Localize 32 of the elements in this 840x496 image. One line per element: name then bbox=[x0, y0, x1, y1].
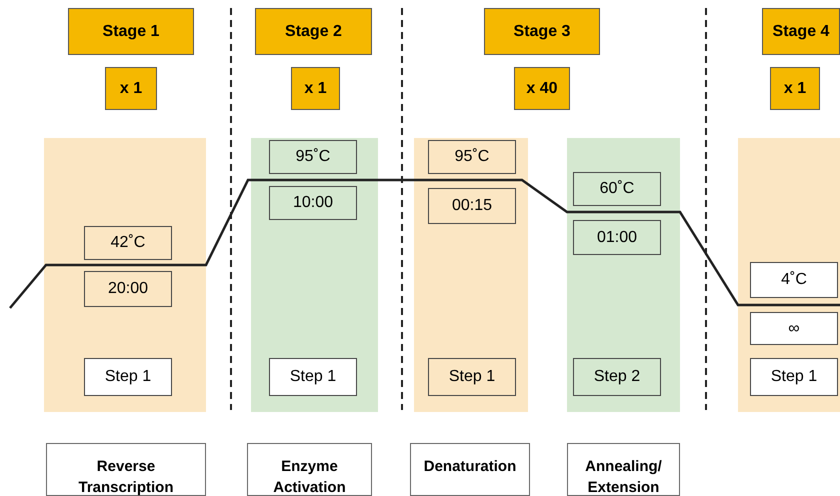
parameter-box: 10:00 bbox=[269, 186, 357, 220]
parameter-box: 95˚C bbox=[428, 140, 516, 174]
stage-label: Stage 3 bbox=[484, 8, 600, 55]
step-panel bbox=[567, 138, 680, 412]
parameter-box: 60˚C bbox=[573, 172, 661, 206]
parameter-box: 00:15 bbox=[428, 188, 516, 224]
step-name-box: Enzyme Activation bbox=[247, 443, 372, 496]
cycle-count: x 1 bbox=[105, 67, 157, 110]
stage-label: Stage 1 bbox=[68, 8, 194, 55]
cycle-count: x 40 bbox=[514, 67, 570, 110]
parameter-box: 01:00 bbox=[573, 220, 661, 255]
parameter-box: Step 2 bbox=[573, 358, 661, 396]
parameter-box: 20:00 bbox=[84, 271, 172, 307]
parameter-box: Step 1 bbox=[428, 358, 516, 396]
step-panel bbox=[44, 138, 206, 412]
cycle-count: x 1 bbox=[291, 67, 340, 110]
step-panel bbox=[738, 138, 840, 412]
step-name-box: Annealing/ Extension bbox=[567, 443, 680, 496]
step-panel bbox=[251, 138, 378, 412]
stage-label: Stage 4 bbox=[762, 8, 840, 55]
parameter-box: ∞ bbox=[750, 312, 838, 345]
step-name-box: Denaturation bbox=[410, 443, 530, 496]
parameter-box: 42˚C bbox=[84, 226, 172, 260]
parameter-box: 95˚C bbox=[269, 140, 357, 174]
cycle-count: x 1 bbox=[770, 67, 820, 110]
parameter-box: Step 1 bbox=[269, 358, 357, 396]
step-panel bbox=[414, 138, 528, 412]
parameter-box: Step 1 bbox=[84, 358, 172, 396]
parameter-box: 4˚C bbox=[750, 262, 838, 298]
stage-label: Stage 2 bbox=[255, 8, 372, 55]
parameter-box: Step 1 bbox=[750, 358, 838, 396]
step-name-box: Reverse Transcription bbox=[46, 443, 206, 496]
